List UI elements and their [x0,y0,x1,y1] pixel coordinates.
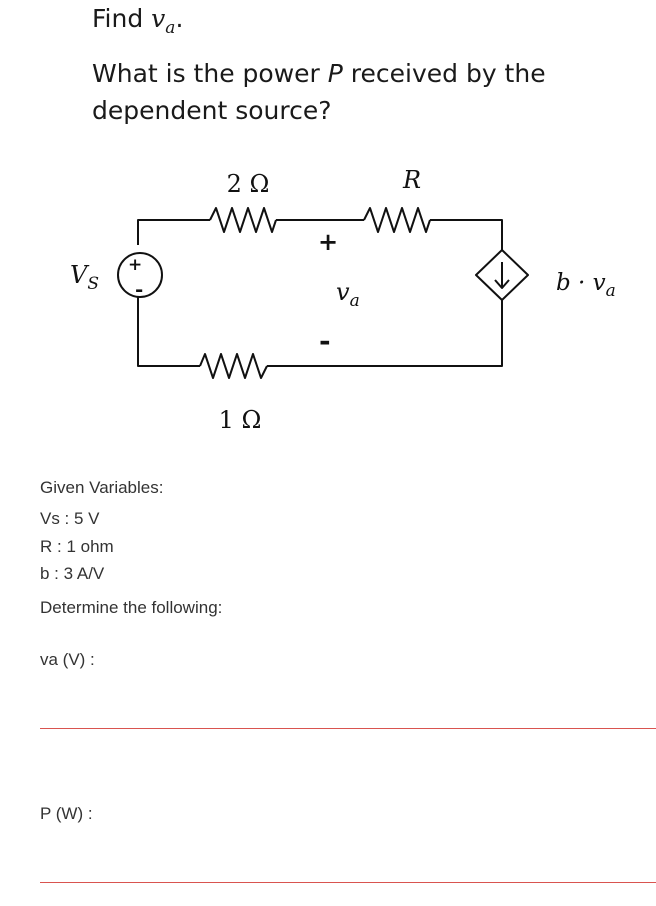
resistor-1ohm [199,353,268,379]
va-plus: + [318,227,338,256]
answer-va-input[interactable] [40,728,656,729]
given-item-r: R : 1 ohm [40,537,114,556]
voltage-source [117,252,163,298]
label-dependent-value: b · va [556,270,616,301]
given-heading: Given Variables: [40,478,164,497]
label-va: va [336,278,360,311]
source-minus: - [135,277,143,301]
circuit-diagram: + - 2 Ω R 1 Ω VS + - va b · va [70,166,616,434]
given-item-b: b : 3 A/V [40,564,105,583]
determine-heading: Determine the following: [40,598,223,617]
label-2ohm: 2 Ω [227,170,270,198]
dependent-current-source [475,249,529,301]
current-arrow-icon [494,262,510,289]
resistor-2ohm [209,207,277,233]
given-item-vs: Vs : 5 V [40,509,100,528]
problem-question: What is the power P received by the depe… [92,59,546,125]
label-r: R [402,166,421,194]
source-plus: + [128,255,142,275]
answer-p-label: P (W) : [40,804,93,823]
answer-p-input[interactable] [40,882,656,883]
va-minus: - [319,324,331,357]
label-1ohm: 1 Ω [219,406,262,434]
resistor-r [363,207,431,233]
top-wire [137,219,210,245]
label-vs: VS [70,261,99,294]
answer-va-label: va (V) : [40,650,95,669]
problem-find-line: Find va. [92,4,184,38]
